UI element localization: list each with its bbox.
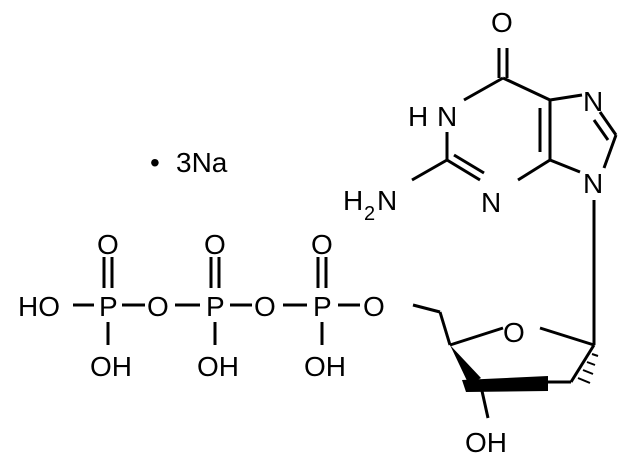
- atom-o-gamma-top: O: [97, 229, 119, 260]
- atom-o-beta-top: O: [204, 229, 226, 260]
- atom-n7: N: [583, 86, 603, 117]
- atom-p-alpha: P: [313, 291, 332, 322]
- atom-oh-alpha: OH: [304, 351, 346, 382]
- atom-o-5prime: O: [363, 291, 385, 322]
- atom-3prime-oh: OH: [465, 427, 507, 458]
- guanine-bonds: [411, 48, 618, 345]
- atom-oh-gamma: OH: [90, 351, 132, 382]
- atom-amine-n: N: [377, 185, 397, 216]
- hashed-bond-c1: [577, 353, 599, 384]
- atom-p-gamma: P: [99, 291, 118, 322]
- salt-label: 3Na: [176, 147, 228, 178]
- atom-p-beta: P: [206, 291, 225, 322]
- atom-n3: N: [481, 187, 501, 218]
- phosphate-bonds: [73, 257, 360, 345]
- atom-n1-h: H: [408, 101, 428, 132]
- atom-o-alpha-top: O: [311, 229, 333, 260]
- atom-oh-beta: OH: [197, 351, 239, 382]
- atom-o-bridge-1: O: [147, 291, 169, 322]
- atom-ho-terminal: HO: [18, 291, 60, 322]
- atom-n1: N: [437, 101, 457, 132]
- wedge-bond-c4: [450, 345, 481, 385]
- atom-o-bridge-2: O: [254, 291, 276, 322]
- atom-amine-h: H: [343, 185, 363, 216]
- atom-n9: N: [583, 168, 603, 199]
- atom-amine-subscript: 2: [364, 203, 375, 225]
- atom-ring-o: O: [503, 317, 525, 348]
- wedge-bond-c3: [462, 376, 548, 392]
- atom-carbonyl-o: O: [491, 7, 513, 38]
- salt-dot: •: [150, 147, 160, 178]
